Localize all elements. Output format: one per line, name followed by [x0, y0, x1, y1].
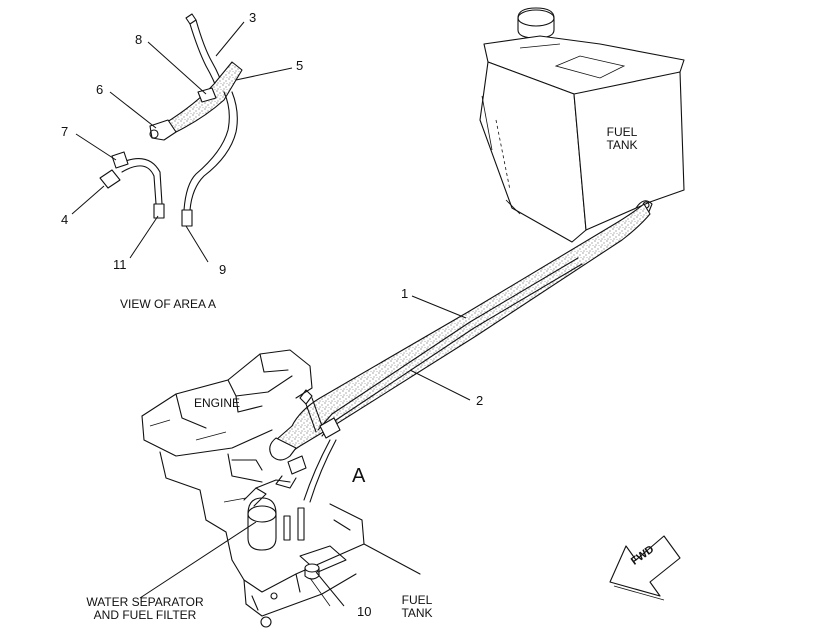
callout-2: 2: [476, 393, 484, 408]
callout-6: 6: [96, 82, 104, 97]
hose-assembly-1-2: [269, 203, 651, 503]
area-a-detail-drawing: [99, 13, 243, 227]
callout-leaders: [71, 21, 471, 607]
callout-11: 11: [113, 257, 127, 272]
engine-drawing: [141, 349, 421, 628]
callout-3: 3: [249, 10, 257, 25]
callout-4: 4: [61, 212, 69, 227]
callout-7: 7: [61, 124, 69, 139]
callout-5: 5: [296, 58, 304, 73]
fuel-tank-drawing: [479, 7, 685, 243]
engine-label: ENGINE: [194, 396, 241, 410]
view-of-area-a-label: VIEW OF AREA A: [120, 297, 217, 311]
callout-1: 1: [401, 286, 409, 301]
callout-8: 8: [135, 32, 143, 47]
callout-9: 9: [219, 262, 227, 277]
fwd-arrow-icon: [609, 535, 681, 601]
fuel-tank-label-bottom: FUEL TANK: [401, 593, 433, 620]
area-a-label: A: [352, 465, 366, 487]
callout-10: 10: [357, 604, 372, 619]
fuel-tank-label-top: FUEL TANK: [606, 125, 638, 152]
water-separator-label: WATER SEPARATOR AND FUEL FILTER: [86, 595, 204, 622]
